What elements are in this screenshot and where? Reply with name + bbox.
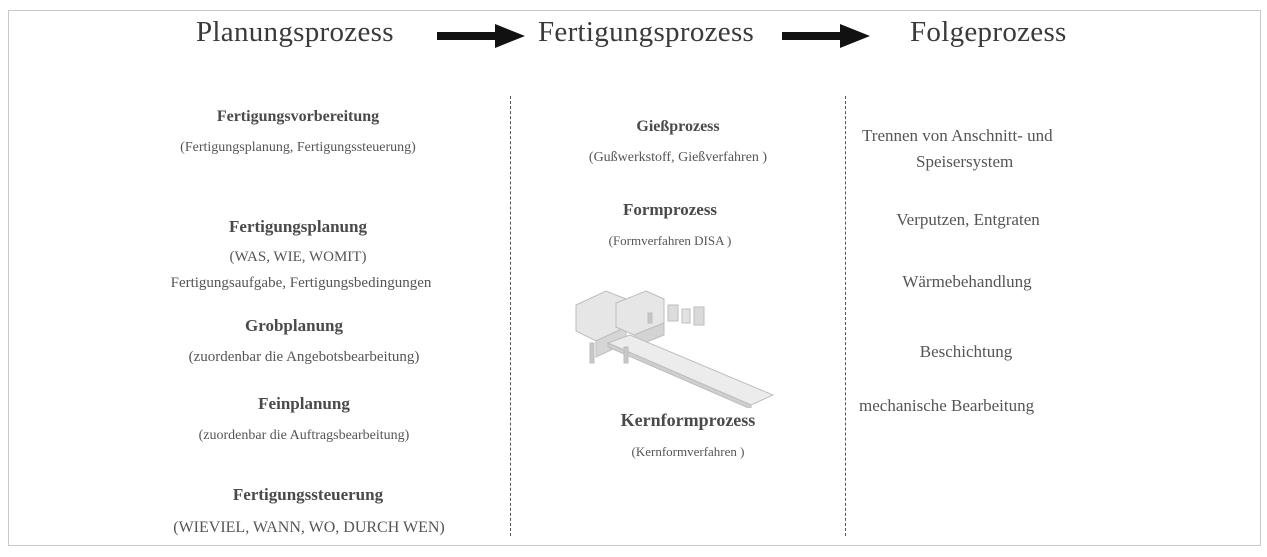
fertigungsplanung-detail: Fertigungsaufgabe, Fertigungsbedingungen <box>170 275 432 291</box>
header-folgeprozess: Folgeprozess <box>910 16 1067 48</box>
mechanische-bearbeitung: mechanische Bearbeitung <box>859 396 1035 415</box>
header-fertigungsprozess: Fertigungsprozess <box>538 16 755 48</box>
fertigungsvorbereitung-title: Fertigungsvorbereitung <box>216 108 380 125</box>
giessprozess-subtitle: (Gußwerkstoff, Gießverfahren ) <box>588 150 768 165</box>
fertigungsvorbereitung-subtitle: (Fertigungsplanung, Fertigungssteuerung) <box>180 140 416 155</box>
grobplanung-subtitle: (zuordenbar die Angebotsbearbeitung) <box>188 349 420 365</box>
arrow-right-icon <box>437 24 525 48</box>
trennen-line2: Speisersystem <box>916 152 1014 171</box>
beschichtung: Beschichtung <box>919 342 1013 361</box>
disa-machine-illustration <box>575 290 775 408</box>
fertigungsplanung-title: Fertigungsplanung <box>229 217 367 236</box>
fertigungsplanung-subtitle: (WAS, WIE, WOMIT) <box>229 249 367 265</box>
header-planungsprozess: Planungsprozess <box>196 16 394 48</box>
grobplanung-title: Grobplanung <box>245 316 343 335</box>
verputzen-entgraten: Verputzen, Entgraten <box>896 210 1040 229</box>
diagram-frame <box>8 10 1261 546</box>
fertigungssteuerung-subtitle: (WIEVIEL, WANN, WO, DURCH WEN) <box>173 519 445 536</box>
column-divider <box>845 96 846 536</box>
kernformprozess-title: Kernformprozess <box>620 410 756 430</box>
giessprozess-title: Gießprozess <box>636 118 720 135</box>
arrow-right-icon <box>782 24 870 48</box>
process-header: Planungsprozess Fertigungsprozess Folgep… <box>0 16 1267 56</box>
feinplanung-subtitle: (zuordenbar die Auftragsbearbeitung) <box>198 428 410 443</box>
waermebehandlung: Wärmebehandlung <box>902 272 1032 291</box>
fertigungssteuerung-title: Fertigungssteuerung <box>232 485 384 504</box>
formprozess-title: Formprozess <box>622 200 718 219</box>
feinplanung-title: Feinplanung <box>258 394 350 413</box>
kernformprozess-subtitle: (Kernformverfahren ) <box>631 444 745 459</box>
trennen-line1: Trennen von Anschnitt- und <box>862 126 1053 145</box>
formprozess-subtitle: (Formverfahren DISA ) <box>608 233 732 248</box>
column-divider <box>510 96 511 536</box>
